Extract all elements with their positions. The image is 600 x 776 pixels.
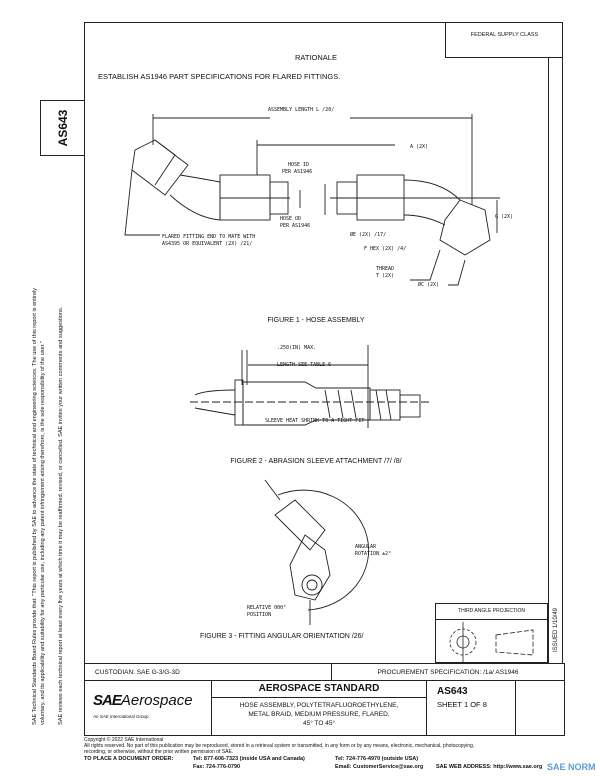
label-flared-1: FLARED FITTING END TO MATE WITH xyxy=(162,234,256,240)
label-a: A (2X) xyxy=(410,144,429,150)
doc-tab-number: AS643 xyxy=(56,109,70,147)
figure3-drawing xyxy=(264,479,370,625)
logo-sae: SAE xyxy=(93,692,122,709)
email[interactable]: Email: CustomerService@sae.org xyxy=(335,764,424,770)
title-cell: AEROSPACE STANDARD HOSE ASSEMBLY, POLYTE… xyxy=(212,681,427,735)
aerospace-standard-heading: AEROSPACE STANDARD xyxy=(212,681,426,698)
figure2-drawing xyxy=(190,345,430,428)
rationale-heading: RATIONALE xyxy=(295,53,337,62)
doc-number: AS643 xyxy=(437,686,468,697)
title-block-row1: CUSTODIAN: SAE G-3/G-3D PROCUREMENT SPEC… xyxy=(84,663,565,681)
blank-cell xyxy=(516,681,564,735)
doc-tab: AS643 xyxy=(40,100,85,156)
label-max: .250(IN) MAX. xyxy=(277,345,317,351)
label-thread: THREAD xyxy=(376,266,395,272)
federal-supply-class-box: FEDERAL SUPPLY CLASS xyxy=(445,22,563,58)
fax: Fax: 724-776-0790 xyxy=(193,764,241,770)
rationale-text: ESTABLISH AS1946 PART SPECIFICATIONS FOR… xyxy=(98,72,341,81)
label-sleeve: SLEEVE HEAT SHRINK TO A TIGHT FIT xyxy=(265,418,365,424)
label-hose-od: HOSE OD xyxy=(280,216,302,222)
side-note-3: SAE reviews each technical report at lea… xyxy=(58,306,64,725)
third-angle-label: THIRD ANGLE PROJECTION xyxy=(436,604,547,620)
projection-symbol-icon xyxy=(449,622,534,664)
label-thread-t: T (2X) xyxy=(376,273,395,279)
label-hose-id-per: PER AS1946 xyxy=(282,169,313,175)
label-g: G (2X) xyxy=(495,214,514,220)
label-f-hex: F HEX (2X) /4/ xyxy=(364,246,407,252)
label-relative-2: POSITION xyxy=(247,612,272,618)
issued-column xyxy=(548,58,564,663)
procurement-spec: PROCUREMENT SPECIFICATION: /1a/ AS1946 xyxy=(377,668,519,676)
label-e: ØE (2X) /17/ xyxy=(350,232,387,238)
label-length: LENGTH-SEE TABLE 6 xyxy=(277,362,332,368)
doc-number-cell: AS643 SHEET 1 OF 8 xyxy=(427,681,516,735)
sheet-number: SHEET 1 OF 8 xyxy=(437,700,487,709)
watermark: SAE NORM xyxy=(547,762,596,772)
label-angular-2: ROTATION ±2° xyxy=(355,551,392,557)
fsc-label: FEDERAL SUPPLY CLASS xyxy=(470,32,539,38)
title-line-1: HOSE ASSEMBLY, POLYTETRAFLUOROETHYLENE, xyxy=(239,702,399,709)
title-block-row2: SAEAerospace An SAE International Group … xyxy=(84,681,565,736)
drawing-frame xyxy=(84,22,563,663)
tel-us: Tel: 877-606-7323 (inside USA and Canada… xyxy=(193,756,305,762)
label-flared-2: AS4395 OR EQUIVALENT (2X) /21/ xyxy=(162,241,253,247)
side-note-1: SAE Technical Standards Board Rules prov… xyxy=(32,287,38,725)
custodian: CUSTODIAN: SAE G-3/G-3D xyxy=(85,664,332,680)
label-hose-id: HOSE ID xyxy=(288,162,310,168)
label-relative-1: RELATIVE 000° xyxy=(247,605,287,611)
logo-subtitle: An SAE International Group xyxy=(93,714,149,719)
logo-aerospace: Aerospace xyxy=(120,692,193,709)
label-assembly-length: ASSEMBLY LENGTH L /20/ xyxy=(268,107,335,113)
side-note-2: voluntary, and its applicability and sui… xyxy=(40,341,46,725)
title-line-3: 45° TO 45° xyxy=(302,720,336,727)
label-hose-od-per: PER AS1946 xyxy=(280,223,311,229)
label-c: ØC (2X) xyxy=(418,282,440,288)
issued-text: ISSUED 1/10/49 xyxy=(552,607,559,653)
figure1-caption: FIGURE 1 - HOSE ASSEMBLY xyxy=(267,317,365,324)
copyright: Copyright © 2022 SAE International xyxy=(84,737,164,743)
web-address[interactable]: SAE WEB ADDRESS: http://www.sae.org xyxy=(436,764,543,770)
rights-line-2: recording, or otherwise, without the pri… xyxy=(84,749,234,755)
figure1-drawing xyxy=(124,114,500,286)
label-angular-1: ANGULAR xyxy=(355,544,377,550)
third-angle-projection-box: THIRD ANGLE PROJECTION xyxy=(435,603,548,664)
title-line-2: METAL BRAID, MEDIUM PRESSURE, FLARED, xyxy=(248,711,390,718)
sae-aerospace-logo: SAEAerospace An SAE International Group xyxy=(85,681,212,735)
tel-intl: Tel: 724-776-4970 (outside USA) xyxy=(335,756,419,762)
order-label: TO PLACE A DOCUMENT ORDER: xyxy=(84,756,174,762)
rights-line-1: All rights reserved. No part of this pub… xyxy=(84,743,475,749)
figure2-caption: FIGURE 2 - ABRASION SLEEVE ATTACHMENT /7… xyxy=(230,458,402,465)
figure3-caption: FIGURE 3 - FITTING ANGULAR ORIENTATION /… xyxy=(200,633,364,640)
issued-date: ISSUED 1/10/49 xyxy=(548,600,563,660)
